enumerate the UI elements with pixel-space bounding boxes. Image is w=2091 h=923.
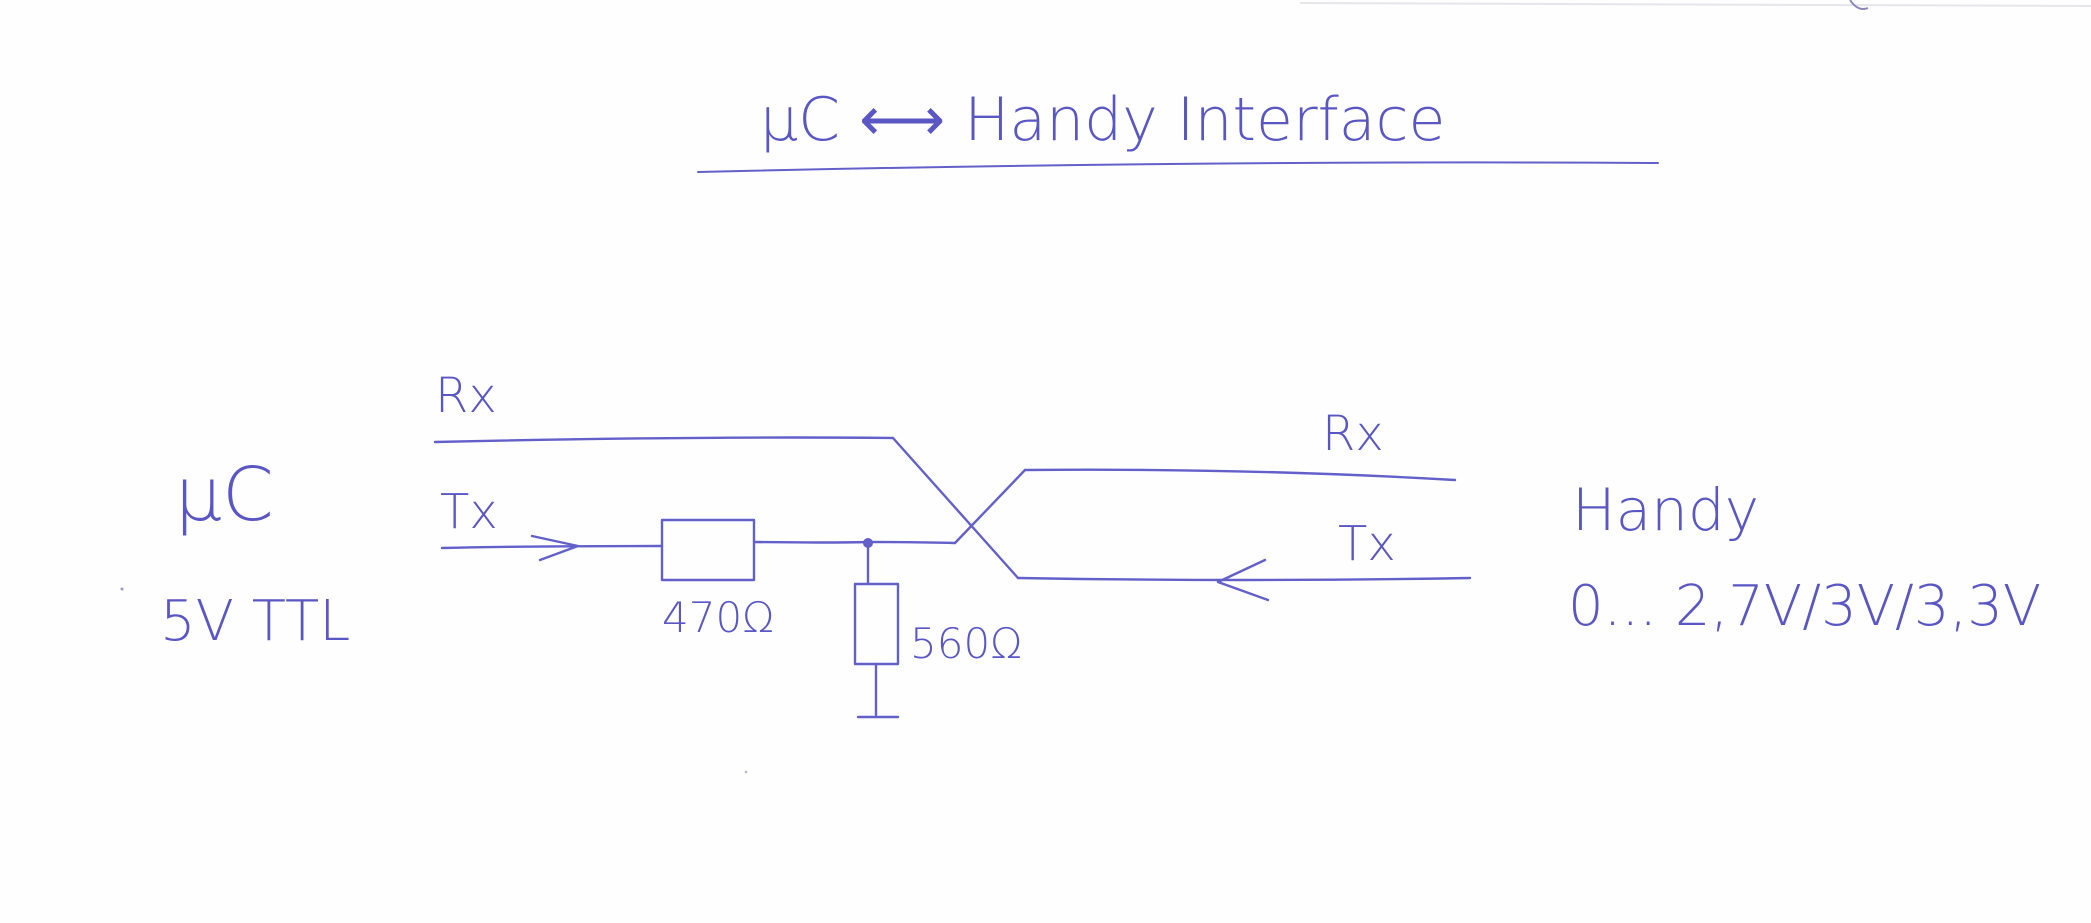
- right-rx-label: Rx: [1322, 406, 1384, 462]
- series-resistor-symbol: [660, 518, 756, 582]
- shunt-resistor-label: 560Ω: [910, 619, 1022, 668]
- left-tx-wire: [440, 544, 664, 550]
- left-tx-label: Tx: [440, 484, 498, 540]
- tx-to-rx-crossover: [953, 468, 1027, 545]
- left-tx-arrow-icon: [530, 534, 580, 562]
- right-rx-wire: [1023, 468, 1457, 482]
- left-rx-label: Rx: [435, 368, 497, 424]
- title-underline: [697, 161, 1659, 173]
- paper-mark: [1849, 0, 1869, 10]
- shunt-resistor-symbol: [853, 582, 900, 666]
- paper-speck: [120, 587, 124, 591]
- right-tx-label: Tx: [1338, 516, 1396, 572]
- paper-edge: [1299, 2, 2091, 7]
- right-device-voltage: 0... 2,7V/3V/3,3V: [1568, 574, 2041, 639]
- rx-to-tx-crossover: [891, 436, 1020, 580]
- series-resistor-label: 470Ω: [662, 593, 774, 642]
- left-device-voltage: 5V TTL: [160, 589, 350, 654]
- left-rx-wire: [433, 436, 895, 444]
- paper-speck: [744, 770, 748, 774]
- right-tx-wire: [1016, 576, 1472, 582]
- right-tx-arrow-icon: [1216, 558, 1270, 602]
- tx-after-resistor-wire: [752, 540, 957, 545]
- title-text: μC ⟷ Handy Interface: [760, 85, 1445, 155]
- right-device-name: Handy: [1572, 476, 1759, 544]
- left-device-name: μC: [175, 452, 274, 538]
